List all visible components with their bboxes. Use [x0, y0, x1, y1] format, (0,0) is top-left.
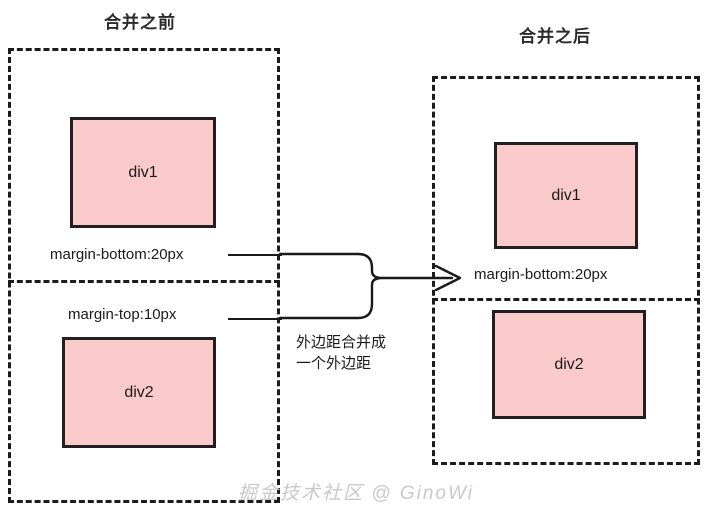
merge-note-text: 外边距合并成 一个外边距: [296, 334, 387, 372]
panel-title-before: 合并之前: [104, 13, 176, 32]
dashed-divider-before: [8, 280, 280, 283]
dashed-divider-after: [432, 298, 700, 301]
panel-title-after: 合并之后: [519, 27, 591, 46]
label-margin-top-before: margin-top:10px: [68, 306, 177, 323]
merge-connector-icon: [278, 252, 462, 320]
leader-line-margin-top: [228, 318, 282, 320]
label-margin-bottom-after: margin-bottom:20px: [474, 266, 608, 283]
div-box-before-div1: div1: [70, 117, 216, 228]
leader-line-margin-bottom: [228, 254, 282, 256]
div-box-before-div2: div2: [62, 337, 216, 448]
dashed-container-before: [8, 48, 280, 503]
label-margin-bottom-before: margin-bottom:20px: [50, 246, 184, 263]
div-box-after-div1: div1: [494, 142, 638, 249]
div-box-after-div2: div2: [492, 310, 646, 419]
dashed-container-after: [432, 76, 700, 465]
watermark-text: 掘金技术社区 @ GinoWi: [238, 483, 474, 504]
